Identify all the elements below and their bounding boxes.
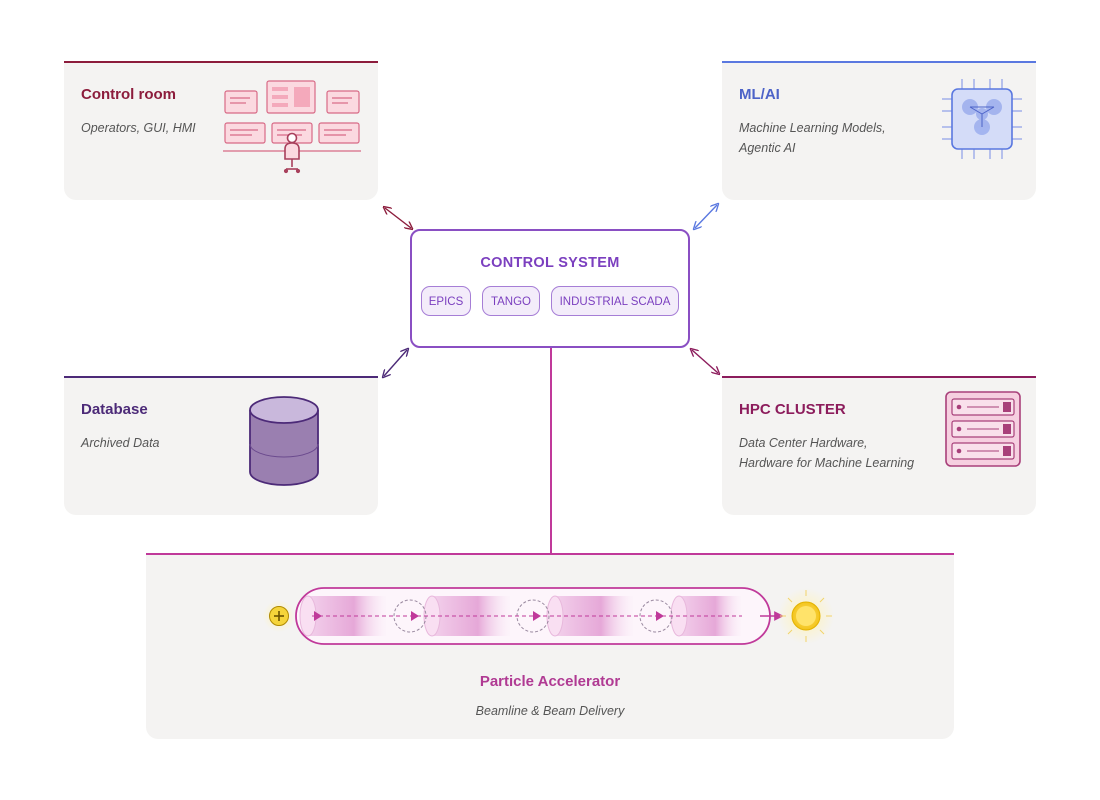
arrow-hpc-link xyxy=(692,350,718,373)
hpc-subtitle-line1: Data Center Hardware, xyxy=(739,436,868,450)
pill-industrial-scada: INDUSTRIAL SCADA xyxy=(551,286,679,316)
control-room-subtitle: Operators, GUI, HMI xyxy=(81,121,196,135)
neural-chip-icon xyxy=(942,79,1022,159)
sun-burst-icon xyxy=(778,588,834,644)
hpc-cluster-card: HPC CLUSTER Data Center Hardware, Hardwa… xyxy=(722,376,1036,515)
accelerator-subtitle: Beamline & Beam Delivery xyxy=(475,704,625,718)
ml-ai-card: ML/AI Machine Learning Models, Agentic A… xyxy=(722,61,1036,200)
card-accent-bar xyxy=(64,61,378,63)
card-accent-bar xyxy=(64,376,378,378)
control-room-card: Control room Operators, GUI, HMI xyxy=(64,61,378,200)
particle-accelerator-card: Particle Accelerator Beamline & Beam Del… xyxy=(146,553,954,739)
database-card: Database Archived Data xyxy=(64,376,378,515)
arrow-ml-ai-link xyxy=(695,205,717,228)
arrow-control-room-link xyxy=(385,208,411,228)
plus-particle-icon xyxy=(263,600,295,632)
hpc-title: HPC CLUSTER xyxy=(739,401,846,418)
pill-epics: EPICS xyxy=(421,286,471,316)
card-accent-bar xyxy=(722,61,1036,63)
control-room-icon xyxy=(223,80,361,174)
ml-ai-subtitle-line2: Agentic AI xyxy=(739,141,796,155)
card-accent-bar xyxy=(722,376,1036,378)
server-rack-icon xyxy=(945,391,1021,467)
control-room-title: Control room xyxy=(81,86,176,103)
database-cylinder-icon xyxy=(249,396,319,486)
pill-tango: TANGO xyxy=(482,286,540,316)
arrow-database-link xyxy=(384,350,407,376)
accelerator-title: Particle Accelerator xyxy=(479,673,621,690)
control-system-title: CONTROL SYSTEM xyxy=(480,255,620,271)
beamline-tube xyxy=(295,587,771,645)
hpc-subtitle-line2: Hardware for Machine Learning xyxy=(739,456,915,470)
card-accent-bar xyxy=(146,553,954,555)
ml-ai-subtitle-line1: Machine Learning Models, xyxy=(739,121,886,135)
control-system-box: CONTROL SYSTEM EPICS TANGO INDUSTRIAL SC… xyxy=(410,229,690,348)
database-subtitle: Archived Data xyxy=(81,436,160,450)
ml-ai-title: ML/AI xyxy=(739,86,780,103)
database-title: Database xyxy=(81,401,148,418)
